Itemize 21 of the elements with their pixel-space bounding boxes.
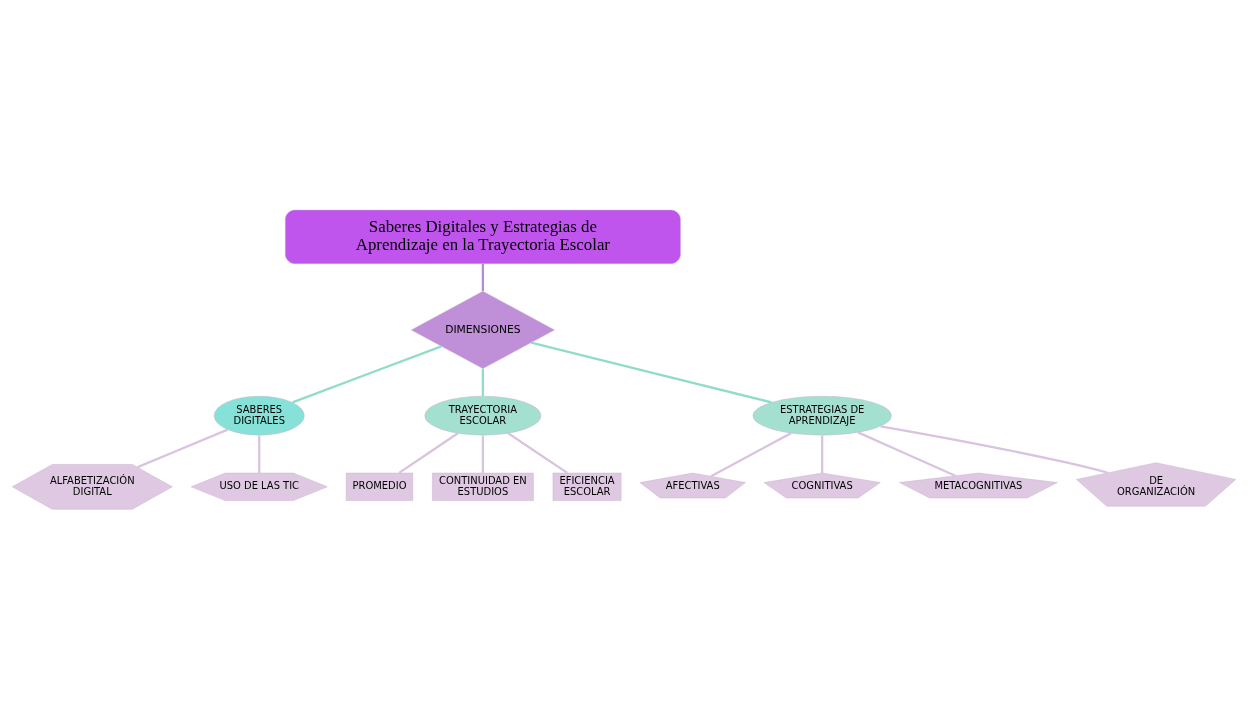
node-box: PROMEDIO xyxy=(345,472,414,501)
node-ellipse: ESTRATEGIAS DE APRENDIZAJE xyxy=(752,395,892,436)
connector xyxy=(481,263,485,291)
connector xyxy=(398,432,459,474)
connector xyxy=(530,341,772,404)
node-box: EFICIENCIA ESCOLAR xyxy=(552,472,622,501)
node-box: CONTINUIDAD EN ESTUDIOS xyxy=(432,472,534,501)
node-diamond: DIMENSIONES xyxy=(411,291,555,369)
connector xyxy=(137,428,229,469)
connector xyxy=(507,432,568,474)
connector xyxy=(258,435,261,473)
node-box: Saberes Digitales y Estrategias de Aprendizaje en la Trayectoria Escolar xyxy=(285,209,681,264)
connector xyxy=(710,432,792,478)
connector xyxy=(857,431,956,477)
connector xyxy=(292,345,442,404)
connector xyxy=(880,425,1109,474)
connector xyxy=(821,435,824,473)
connector xyxy=(481,435,485,473)
node-ellipse: TRAYECTORIA ESCOLAR xyxy=(424,395,542,436)
connector xyxy=(481,368,485,397)
node-ellipse: SABERES DIGITALES xyxy=(213,395,305,436)
